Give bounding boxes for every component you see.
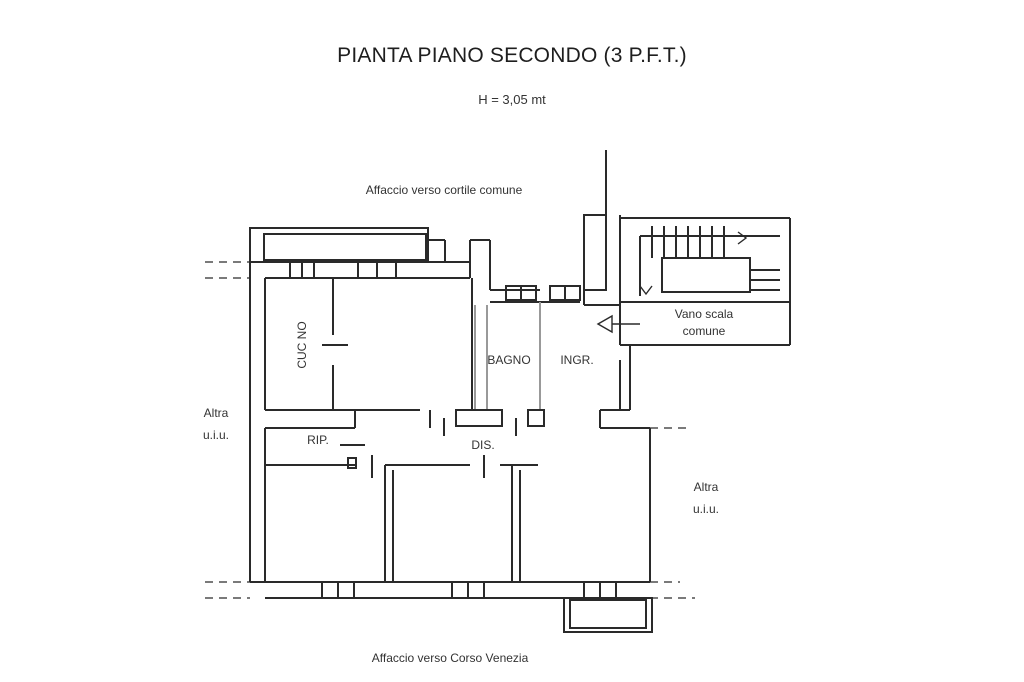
stairwell-label-line1: Vano scala: [675, 307, 734, 321]
stair-up-arrow-icon: [737, 231, 748, 245]
room-label-kitchen: CUC NO: [295, 321, 309, 368]
room-label-bathroom: BAGNO: [487, 353, 530, 367]
stairwell-label-line2: comune: [683, 324, 726, 338]
stair-down-arrow-icon: [639, 285, 653, 296]
ceiling-height-note: H = 3,05 mt: [478, 92, 546, 107]
top-orientation-label: Affaccio verso cortile comune: [366, 183, 523, 197]
bottom-orientation-label: Affaccio verso Corso Venezia: [372, 651, 529, 665]
left-neighbor-label-line1: Altra: [204, 406, 229, 420]
plan-title: PIANTA PIANO SECONDO (3 P.F.T.): [337, 44, 687, 67]
walls: [249, 150, 791, 633]
room-label-entrance: INGR.: [560, 353, 593, 367]
room-label-storage: RIP.: [307, 433, 329, 447]
left-neighbor-label-line2: u.i.u.: [203, 428, 229, 442]
room-label-hallway: DIS.: [471, 438, 494, 452]
property-boundaries: [205, 261, 695, 599]
right-neighbor-label-line1: Altra: [694, 480, 719, 494]
right-neighbor-label-line2: u.i.u.: [693, 502, 719, 516]
entrance-arrow-icon: [596, 314, 613, 334]
